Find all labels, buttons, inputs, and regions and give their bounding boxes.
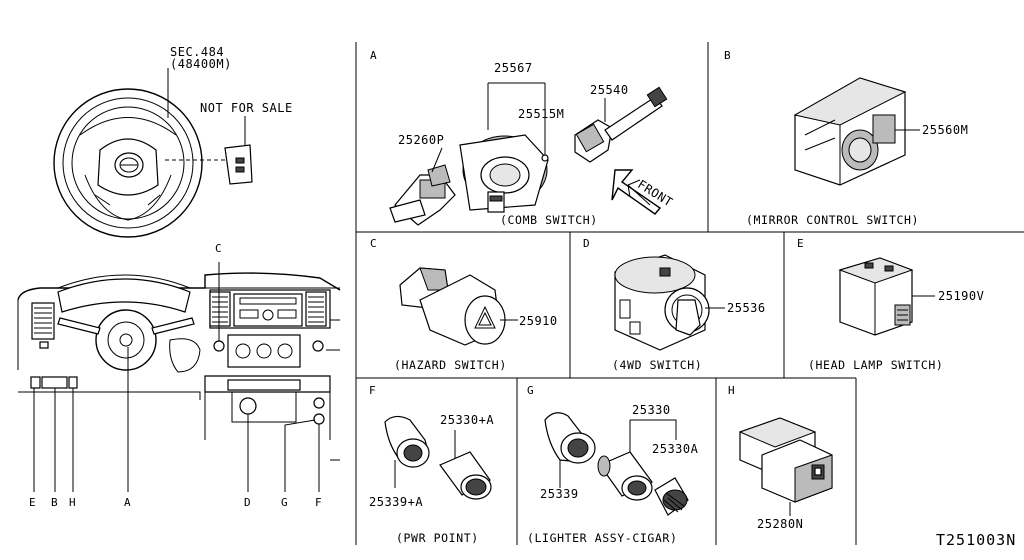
panel-b-caption: (MIRROR CONTROL SWITCH) (746, 213, 920, 227)
part-25330a: 25330A (652, 442, 699, 456)
panel-g-letter: G (527, 384, 534, 397)
dash-callout-g: G (281, 496, 288, 509)
dash-callout-d: D (244, 496, 251, 509)
panel-a-caption: (COMB SWITCH) (500, 213, 598, 227)
panel-c-letter: C (370, 237, 377, 250)
part-25560m: 25560M (922, 123, 969, 137)
part-25536: 25536 (727, 301, 766, 315)
dash-callout-c: C (215, 242, 222, 255)
comb-switch-illustration (389, 82, 668, 226)
4wd-switch-illustration (614, 254, 725, 351)
cigar-lighter-illustration (544, 412, 689, 516)
panel-c-caption: (HAZARD SWITCH) (394, 358, 507, 372)
dash-callout-b: B (51, 496, 58, 509)
dash-callout-a: A (124, 496, 131, 509)
dash-callout-e: E (29, 496, 36, 509)
panel-f-caption: (PWR POINT) (396, 531, 479, 545)
switch-h-illustration (738, 417, 833, 516)
dash-callout-h: H (69, 496, 76, 509)
panel-e-letter: E (797, 237, 804, 250)
part-25515m: 25515M (518, 107, 565, 121)
panel-grid-lines (355, 42, 1024, 545)
panel-d-caption: (4WD SWITCH) (612, 358, 703, 372)
panel-h-letter: H (728, 384, 735, 397)
diagram-code: T251003N (936, 531, 1017, 549)
steering-wheel-illustration (53, 68, 253, 238)
power-point-illustration (384, 415, 492, 500)
panel-f-letter: F (369, 384, 376, 397)
part-25190v: 25190V (938, 289, 985, 303)
part-25330-a: 25330+A (440, 413, 495, 427)
part-25540: 25540 (590, 83, 629, 97)
part-25339: 25339 (540, 487, 579, 501)
part-25330: 25330 (632, 403, 671, 417)
dash-callout-lines (33, 262, 320, 492)
panel-g-caption: (LIGHTER ASSY-CIGAR) (527, 531, 678, 545)
sec-part-label: (48400M) (170, 57, 232, 71)
panel-b-letter: B (724, 49, 731, 62)
hazard-switch-illustration (399, 267, 518, 346)
panel-e-caption: (HEAD LAMP SWITCH) (808, 358, 944, 372)
part-25260p: 25260P (398, 133, 445, 147)
not-for-sale-label: NOT FOR SALE (200, 101, 293, 115)
part-25339-a: 25339+A (369, 495, 424, 509)
dash-callout-f: F (315, 496, 322, 509)
headlamp-switch-illustration (838, 257, 935, 336)
part-25910: 25910 (519, 314, 558, 328)
mirror-switch-illustration (793, 77, 920, 186)
sec-ref-label: SEC.484 (170, 45, 225, 59)
part-25280n: 25280N (757, 517, 804, 531)
panel-a-letter: A (370, 49, 377, 62)
dashboard-illustration (17, 272, 341, 461)
part-25567: 25567 (494, 61, 533, 75)
panel-d-letter: D (583, 237, 590, 250)
